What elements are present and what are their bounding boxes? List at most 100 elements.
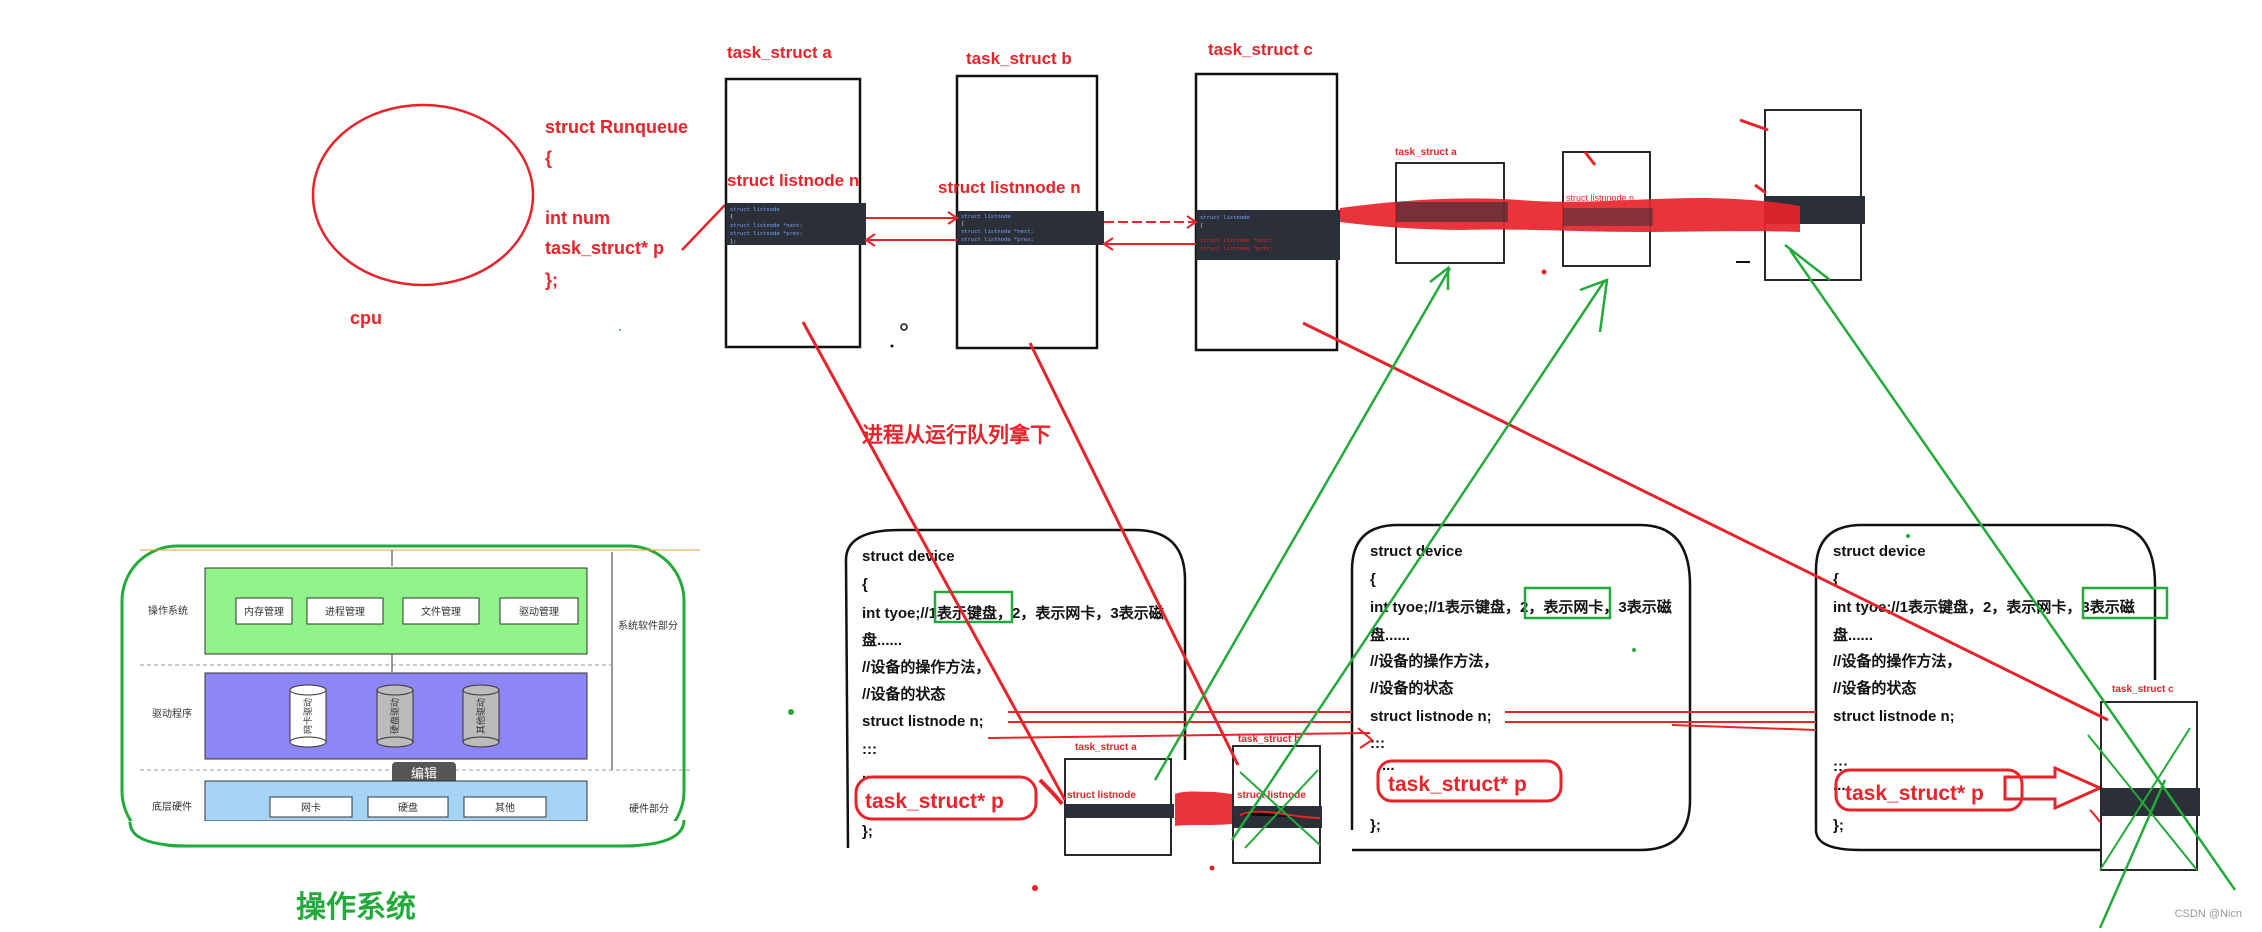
svg-text:进程管理: 进程管理 xyxy=(325,605,365,618)
svg-text:task_struct c: task_struct c xyxy=(2112,684,2174,695)
svg-text:task_struct a: task_struct a xyxy=(1395,147,1457,158)
svg-text:task_struct* p: task_struct* p xyxy=(865,790,1004,813)
svg-text:系统软件部分: 系统软件部分 xyxy=(618,619,678,632)
svg-text:struct device: struct device xyxy=(862,548,955,565)
svg-text://设备的操作方法，: //设备的操作方法， xyxy=(1370,652,1498,670)
annotation-text: 进程从运行队列拿下 xyxy=(862,423,1051,447)
code-snippet-b: struct listnode { struct listnode *next;… xyxy=(957,211,1104,245)
svg-text://设备的状态: //设备的状态 xyxy=(1833,679,1916,697)
mini-task-box xyxy=(1764,109,1862,281)
svg-text:{: { xyxy=(1200,223,1203,229)
device-ptr-highlight xyxy=(1834,768,2024,812)
os-diagram: 操作系统 内存管理 进程管理 文件管理 驱动管理 系统软件部分 驱动程序 网卡驱… xyxy=(120,544,700,848)
svg-text:底层硬件: 底层硬件 xyxy=(152,800,192,813)
svg-text:{: { xyxy=(1833,571,1839,588)
svg-text:struct listnode *next;: struct listnode *next; xyxy=(961,229,1034,235)
task-struct-a-label: task_struct a xyxy=(727,43,832,62)
svg-text:};: }; xyxy=(1370,817,1381,834)
svg-text:文件管理: 文件管理 xyxy=(421,605,461,618)
svg-text:task_struct a: task_struct a xyxy=(1075,742,1137,753)
svg-text:硬件部分: 硬件部分 xyxy=(629,802,669,815)
svg-text:};: }; xyxy=(730,239,737,245)
svg-text://设备的操作方法，: //设备的操作方法， xyxy=(862,658,990,676)
svg-text:struct listnode n;: struct listnode n; xyxy=(862,713,984,730)
svg-text:网卡驱动: 网卡驱动 xyxy=(302,698,313,734)
svg-text://设备的状态: //设备的状态 xyxy=(1370,679,1453,697)
svg-text:struct listnode: struct listnode xyxy=(1200,215,1250,221)
svg-text:{: { xyxy=(730,214,733,220)
os-title: 操作系统 xyxy=(296,890,416,924)
device-link-arrows xyxy=(987,711,1817,749)
svg-text:操作系统: 操作系统 xyxy=(148,604,188,617)
cpu-label: cpu xyxy=(350,308,382,328)
code-snippet-a: struct listnode { struct listnode *next;… xyxy=(726,203,866,245)
svg-text:struct listnode *prev;: struct listnode *prev; xyxy=(730,231,803,237)
svg-text:int tyoe;//1表示键盘，2，表示网卡，3表示磁: int tyoe;//1表示键盘，2，表示网卡，3表示磁 xyxy=(1370,598,1672,616)
task-struct-c-label: task_struct c xyxy=(1208,40,1313,59)
runqueue-line: struct Runqueue xyxy=(545,117,688,137)
svg-text:硬盘驱动: 硬盘驱动 xyxy=(389,698,400,734)
svg-text:其他: 其他 xyxy=(495,801,515,814)
svg-text:{: { xyxy=(1370,571,1376,588)
svg-text:struct device: struct device xyxy=(1833,543,1926,560)
device-struct-1: struct device { int tyoe;//1表示键盘，2，表示网卡，… xyxy=(844,528,1187,849)
green-diagonal-lines xyxy=(1153,244,2237,929)
outline-arrow xyxy=(2003,765,2104,811)
svg-text:盘......: 盘...... xyxy=(1370,626,1410,644)
svg-text:task_struct* p: task_struct* p xyxy=(1845,782,1984,805)
svg-text:网卡: 网卡 xyxy=(301,801,321,814)
svg-text:struct listnode: struct listnode xyxy=(961,214,1011,220)
runqueue-line: task_struct* p xyxy=(545,238,664,258)
runqueue-line: { xyxy=(545,148,552,168)
task-struct-b-label: task_struct b xyxy=(966,49,1072,68)
svg-text://设备的状态: //设备的状态 xyxy=(862,685,945,703)
svg-text:struct listnode *prev;: struct listnode *prev; xyxy=(1200,246,1273,252)
runqueue-line: int num xyxy=(545,208,610,228)
svg-text:{: { xyxy=(961,221,964,227)
runqueue-pointer-line xyxy=(681,204,726,251)
red-diagonal-lines xyxy=(801,321,2109,801)
svg-text:};: }; xyxy=(1833,817,1844,834)
svg-text:struct listnode *next;: struct listnode *next; xyxy=(730,223,803,229)
watermark: CSDN @Nicn xyxy=(2174,908,2242,920)
svg-text:驱动管理: 驱动管理 xyxy=(519,605,559,618)
svg-text:struct listnode n: struct listnode n xyxy=(1400,194,1463,204)
svg-text:struct listnode: struct listnode xyxy=(1237,790,1306,801)
svg-text:struct listnode *next;: struct listnode *next; xyxy=(1200,238,1273,244)
svg-text:struct listnode: struct listnode xyxy=(730,207,780,213)
svg-text::::: ::: xyxy=(1370,735,1385,752)
cylinder-icon xyxy=(376,684,414,748)
runqueue-struct: struct Runqueue { int num task_struct* p… xyxy=(545,117,688,290)
svg-text:struct listnnode n: struct listnnode n xyxy=(1566,193,1634,203)
svg-text:struct listnode n;: struct listnode n; xyxy=(1370,708,1492,725)
cpu-ellipse xyxy=(311,103,535,287)
svg-text:盘......: 盘...... xyxy=(862,631,902,649)
svg-text:其他驱动: 其他驱动 xyxy=(475,698,486,734)
svg-text:编辑: 编辑 xyxy=(411,766,437,781)
task-link-arrows xyxy=(864,211,1198,251)
svg-text:int tyoe;//1表示键盘，2，表示网卡，3表示磁: int tyoe;//1表示键盘，2，表示网卡，3表示磁 xyxy=(1833,598,2135,616)
svg-text:struct listnode *prev;: struct listnode *prev; xyxy=(961,237,1034,243)
task-struct-a-listnode: struct listnode n xyxy=(727,171,859,190)
svg-text:struct device: struct device xyxy=(1370,543,1463,560)
svg-text:内存管理: 内存管理 xyxy=(244,605,284,618)
svg-text://设备的操作方法，: //设备的操作方法， xyxy=(1833,652,1961,670)
svg-text:驱动程序: 驱动程序 xyxy=(152,707,192,720)
svg-text:task_struct b: task_struct b xyxy=(1238,734,1300,745)
device-struct-2: struct device { int tyoe;//1表示键盘，2，表示网卡，… xyxy=(1350,523,1692,852)
cylinder-icon xyxy=(462,684,500,748)
svg-text:struct listnode: struct listnode xyxy=(1067,790,1136,801)
code-snippet-c: struct listnode { struct listnode *next;… xyxy=(1196,210,1340,260)
task-struct-b-listnode: struct listnnode n xyxy=(938,178,1081,197)
mini-task-box xyxy=(1232,745,1321,864)
device-mini-task-structs: task_struct a struct listnode task_struc… xyxy=(619,323,2200,891)
svg-text:硬盘: 硬盘 xyxy=(398,801,418,814)
device-ptr-highlight xyxy=(854,775,1038,821)
cross-marks xyxy=(1239,727,2198,871)
device-ptr-highlight xyxy=(1376,759,1563,803)
svg-text:{: { xyxy=(862,576,868,593)
cylinder-icon xyxy=(289,684,327,748)
svg-text::::: ::: xyxy=(862,741,877,758)
mini-task-box xyxy=(2100,701,2198,871)
